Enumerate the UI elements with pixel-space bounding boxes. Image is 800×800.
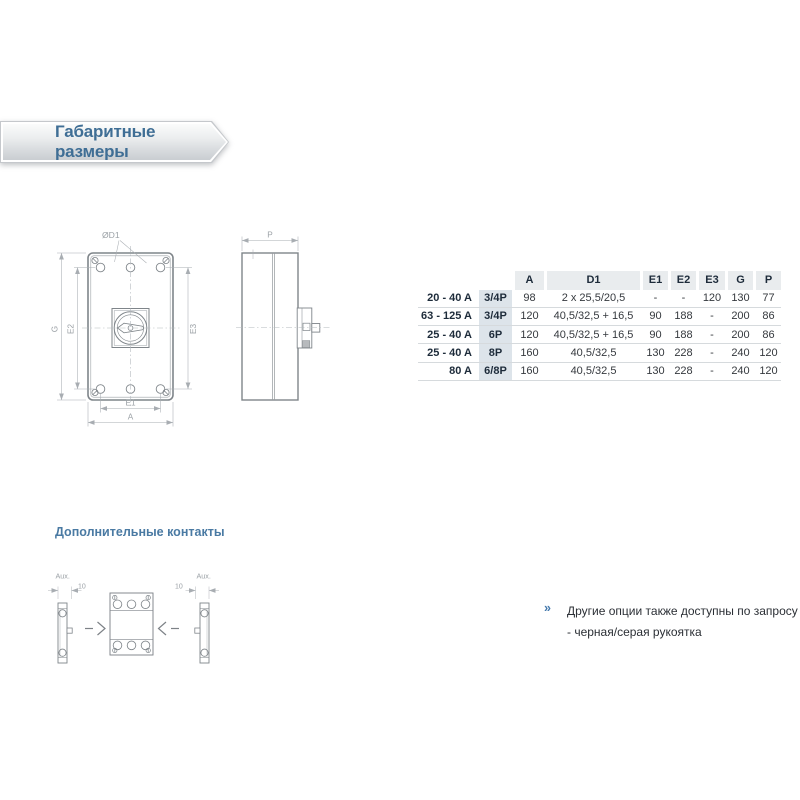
col-header-d1: D1 xyxy=(547,271,640,290)
center-lines xyxy=(82,246,180,408)
dim-label-p: P xyxy=(267,231,273,240)
cell-current-range: 63 - 125 A xyxy=(421,310,472,323)
aux-contacts-title: Дополнительные контакты xyxy=(55,525,225,539)
attach-arrow-right xyxy=(157,621,179,636)
cell-g: 240 xyxy=(731,347,750,360)
aux-module-right xyxy=(194,602,210,664)
note-text: Другие опции также доступны по запросу -… xyxy=(567,601,798,643)
cell-e2: 228 xyxy=(674,347,693,360)
col-header-a: A xyxy=(515,271,544,290)
cell-current-range: 20 - 40 A xyxy=(427,292,472,305)
cell-e2: 188 xyxy=(674,310,693,323)
aux-left-label: Aux. xyxy=(56,572,70,581)
header-blank-poles xyxy=(479,271,512,290)
cell-e3: - xyxy=(710,310,714,323)
cell-p: 77 xyxy=(762,292,775,305)
cell-d1: 40,5/32,5 xyxy=(570,365,617,378)
cell-g: 200 xyxy=(731,310,750,323)
table-row: 80 A 6/8P 160 40,5/32,5 130 228 - 240 12… xyxy=(418,362,781,381)
dimension-drawing: ØD1 G E2 E3 E1 A P xyxy=(51,230,330,427)
cell-g: 240 xyxy=(731,365,750,378)
aux-right-dim-value: 10 xyxy=(175,584,183,591)
cell-a: 120 xyxy=(520,310,539,323)
cell-e2: 228 xyxy=(674,365,693,378)
aux-right-dimension xyxy=(185,586,219,599)
cell-g: 200 xyxy=(731,328,750,341)
note-bullet-icon: » xyxy=(544,601,551,615)
cell-a: 160 xyxy=(520,347,539,360)
table-header-row: A D1 E1 E2 E3 G P xyxy=(418,271,781,290)
cell-p: 120 xyxy=(759,347,778,360)
cell-poles: 6/8P xyxy=(479,362,512,380)
note-line-2: - черная/серая рукоятка xyxy=(567,625,702,639)
front-view xyxy=(82,246,180,408)
side-view-dimensions xyxy=(241,236,299,251)
cell-e2: - xyxy=(681,292,686,305)
cell-d1: 40,5/32,5 + 16,5 xyxy=(553,328,634,341)
dim-label-d1: ØD1 xyxy=(102,230,120,240)
aux-left-dim-value: 10 xyxy=(78,584,86,591)
cell-p: 120 xyxy=(759,365,778,378)
aux-right-label: Aux. xyxy=(197,572,211,581)
note-line-1: Другие опции также доступны по запросу xyxy=(567,604,798,618)
table-row: 63 - 125 A 3/4P 120 40,5/32,5 + 16,5 90 … xyxy=(418,307,781,327)
cell-poles: 8P xyxy=(479,344,512,362)
cell-a: 98 xyxy=(523,292,536,305)
cell-e1: 90 xyxy=(649,310,662,323)
cell-current-range: 80 A xyxy=(449,365,472,378)
dim-label-a: A xyxy=(128,413,134,422)
aux-left-dimension xyxy=(48,586,82,599)
cell-current-range: 25 - 40 A xyxy=(427,328,472,341)
dim-label-g: G xyxy=(51,326,60,332)
cell-d1: 40,5/32,5 + 16,5 xyxy=(553,310,634,323)
col-header-g: G xyxy=(728,271,753,290)
device-corner-screws xyxy=(112,595,151,653)
dim-label-e1: E1 xyxy=(125,399,135,408)
cell-e1: 90 xyxy=(649,328,662,341)
front-view-labels: ØD1 G E2 E3 E1 A xyxy=(51,230,199,422)
cell-d1: 2 x 25,5/20,5 xyxy=(561,292,626,305)
cell-e1: 130 xyxy=(646,347,665,360)
col-header-e1: E1 xyxy=(643,271,668,290)
cell-e3: 120 xyxy=(702,292,722,305)
cell-e3: - xyxy=(710,328,714,341)
cell-poles: 6P xyxy=(479,326,512,344)
side-view xyxy=(236,249,330,401)
dimensions-table: A D1 E1 E2 E3 G P 20 - 40 A 3/4P 98 2 x … xyxy=(418,271,781,381)
section-title: Габаритные размеры xyxy=(55,122,156,161)
aux-contacts-drawing: Aux. 10 xyxy=(48,572,219,664)
cell-d1: 40,5/32,5 xyxy=(570,347,617,360)
cell-e2: 188 xyxy=(674,328,693,341)
table-row: 20 - 40 A 3/4P 98 2 x 25,5/20,5 - - 120 … xyxy=(418,289,781,308)
col-header-e2: E2 xyxy=(671,271,696,290)
cell-e3: - xyxy=(710,365,714,378)
dim-label-e2: E2 xyxy=(67,324,76,334)
table-row: 25 - 40 A 8P 160 40,5/32,5 130 228 - 240… xyxy=(418,344,781,363)
cell-p: 86 xyxy=(762,310,775,323)
dim-label-e3: E3 xyxy=(189,324,198,334)
cell-e1: - xyxy=(653,292,658,305)
header-blank-current xyxy=(418,271,476,290)
cell-e1: 130 xyxy=(646,365,665,378)
cell-poles: 3/4P xyxy=(479,289,512,307)
cell-current-range: 25 - 40 A xyxy=(427,347,472,360)
cell-poles: 3/4P xyxy=(479,307,512,326)
section-title-banner: Габаритные размеры xyxy=(0,121,229,163)
cell-p: 86 xyxy=(762,328,775,341)
cell-a: 120 xyxy=(520,328,539,341)
table-row: 25 - 40 A 6P 120 40,5/32,5 + 16,5 90 188… xyxy=(418,326,781,345)
cell-e3: - xyxy=(710,347,714,360)
request-note: » Другие опции также доступны по запросу… xyxy=(544,601,798,643)
banner-body: Габаритные размеры xyxy=(3,124,226,160)
aux-module-left xyxy=(57,602,73,664)
main-device xyxy=(109,592,154,656)
col-header-e3: E3 xyxy=(699,271,725,290)
cell-a: 160 xyxy=(520,365,539,378)
front-view-dimensions xyxy=(57,240,192,427)
attach-arrow-left xyxy=(85,621,106,636)
cell-g: 130 xyxy=(731,292,750,305)
col-header-p: P xyxy=(756,271,781,290)
